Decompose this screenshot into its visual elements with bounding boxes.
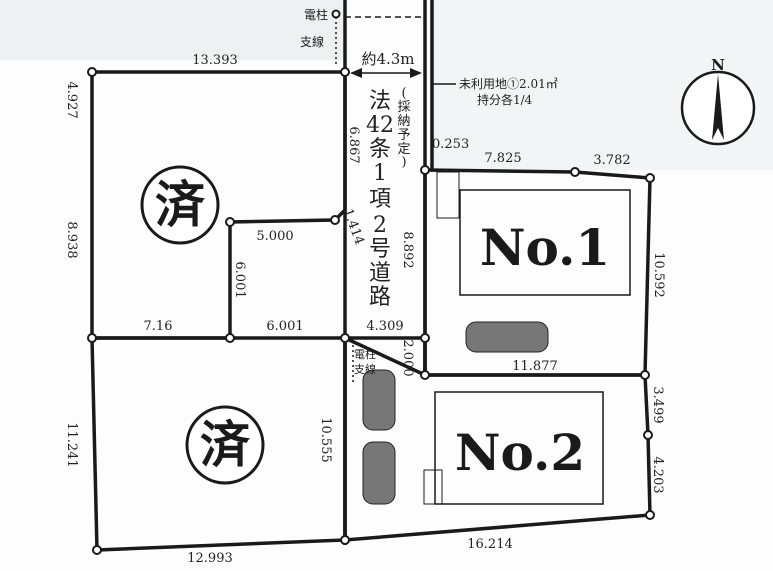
svg-text:採: 採 [397, 100, 410, 115]
car-icon [465, 321, 549, 353]
svg-text:6.867: 6.867 [346, 126, 361, 163]
svg-text:予: 予 [397, 128, 410, 143]
guy-wire-label: 支線 [300, 34, 324, 49]
svg-text:法: 法 [369, 89, 391, 114]
svg-text:定: 定 [397, 142, 410, 157]
svg-text:N: N [711, 56, 725, 74]
svg-text:10.555: 10.555 [318, 417, 333, 463]
steps-no2 [423, 469, 443, 505]
steps-no1 [436, 171, 460, 219]
svg-text:8.938: 8.938 [64, 221, 79, 258]
road-note-label: ( 採 納 予 定 ) [397, 86, 410, 170]
svg-text:号: 号 [369, 237, 391, 262]
svg-text:条: 条 [369, 137, 391, 162]
sold-label-lower: 済 [200, 415, 251, 474]
svg-text:項: 項 [369, 187, 391, 212]
building-no2 [434, 391, 604, 505]
building-no1 [459, 189, 631, 296]
svg-text:5.000: 5.000 [256, 229, 293, 244]
svg-text:42: 42 [366, 113, 394, 138]
road-type-label: 法 42 条 1 項 2 号 道 路 [366, 89, 394, 310]
north-arrow-icon: N [680, 56, 756, 146]
svg-text:路: 路 [369, 285, 391, 310]
svg-text:11.241: 11.241 [64, 422, 79, 468]
dimension-labels: 13.393 4.927 8.938 6.867 1.414 5.000 6.0… [64, 53, 666, 566]
unused-land-label: 未利用地①2.01㎡ [459, 77, 558, 91]
utility-pole-label: 電柱 [354, 347, 376, 361]
svg-text:(: ( [401, 86, 406, 101]
svg-text:10.592: 10.592 [651, 252, 666, 298]
svg-text:道: 道 [369, 261, 391, 286]
svg-text:4.309: 4.309 [366, 319, 403, 334]
svg-text:3.499: 3.499 [650, 386, 665, 423]
arrow-right-icon [410, 68, 422, 78]
guy-wire-label: 支線 [354, 362, 376, 376]
svg-text:6.001: 6.001 [266, 319, 303, 334]
svg-text:4.203: 4.203 [650, 456, 665, 493]
svg-text:2.000: 2.000 [400, 339, 415, 376]
svg-text:8.892: 8.892 [400, 231, 415, 268]
sold-label-upper: 済 [155, 175, 206, 234]
svg-text:12.993: 12.993 [187, 551, 233, 566]
svg-text:3.782: 3.782 [593, 153, 630, 168]
road-width-label: 約4.3m [361, 50, 414, 68]
svg-text:16.214: 16.214 [467, 537, 513, 552]
lot-label-no2: No.2 [455, 423, 585, 482]
svg-text:13.393: 13.393 [192, 53, 238, 68]
share-label: 持分各1/4 [477, 92, 533, 107]
svg-text:納: 納 [397, 114, 410, 129]
sold-badge-upper [140, 165, 220, 245]
svg-text:0.253: 0.253 [432, 137, 469, 152]
svg-text:): ) [401, 155, 406, 170]
boundary-markers [87, 67, 655, 555]
car-icon [362, 369, 396, 431]
svg-text:2: 2 [373, 213, 387, 238]
neighbor-area [0, 0, 345, 60]
lot-label-no1: No.1 [480, 218, 610, 277]
utility-pole-icon [331, 9, 341, 19]
svg-text:4.927: 4.927 [64, 81, 79, 118]
utility-pole-label: 電柱 [304, 7, 328, 22]
sold-badge-lower [185, 405, 265, 485]
svg-text:1: 1 [373, 161, 387, 186]
svg-text:6.001: 6.001 [232, 261, 247, 298]
svg-text:7.16: 7.16 [144, 319, 173, 334]
arrow-left-icon [350, 68, 362, 78]
svg-text:7.825: 7.825 [484, 151, 521, 166]
car-icon [362, 441, 396, 505]
svg-text:11.877: 11.877 [512, 359, 558, 374]
